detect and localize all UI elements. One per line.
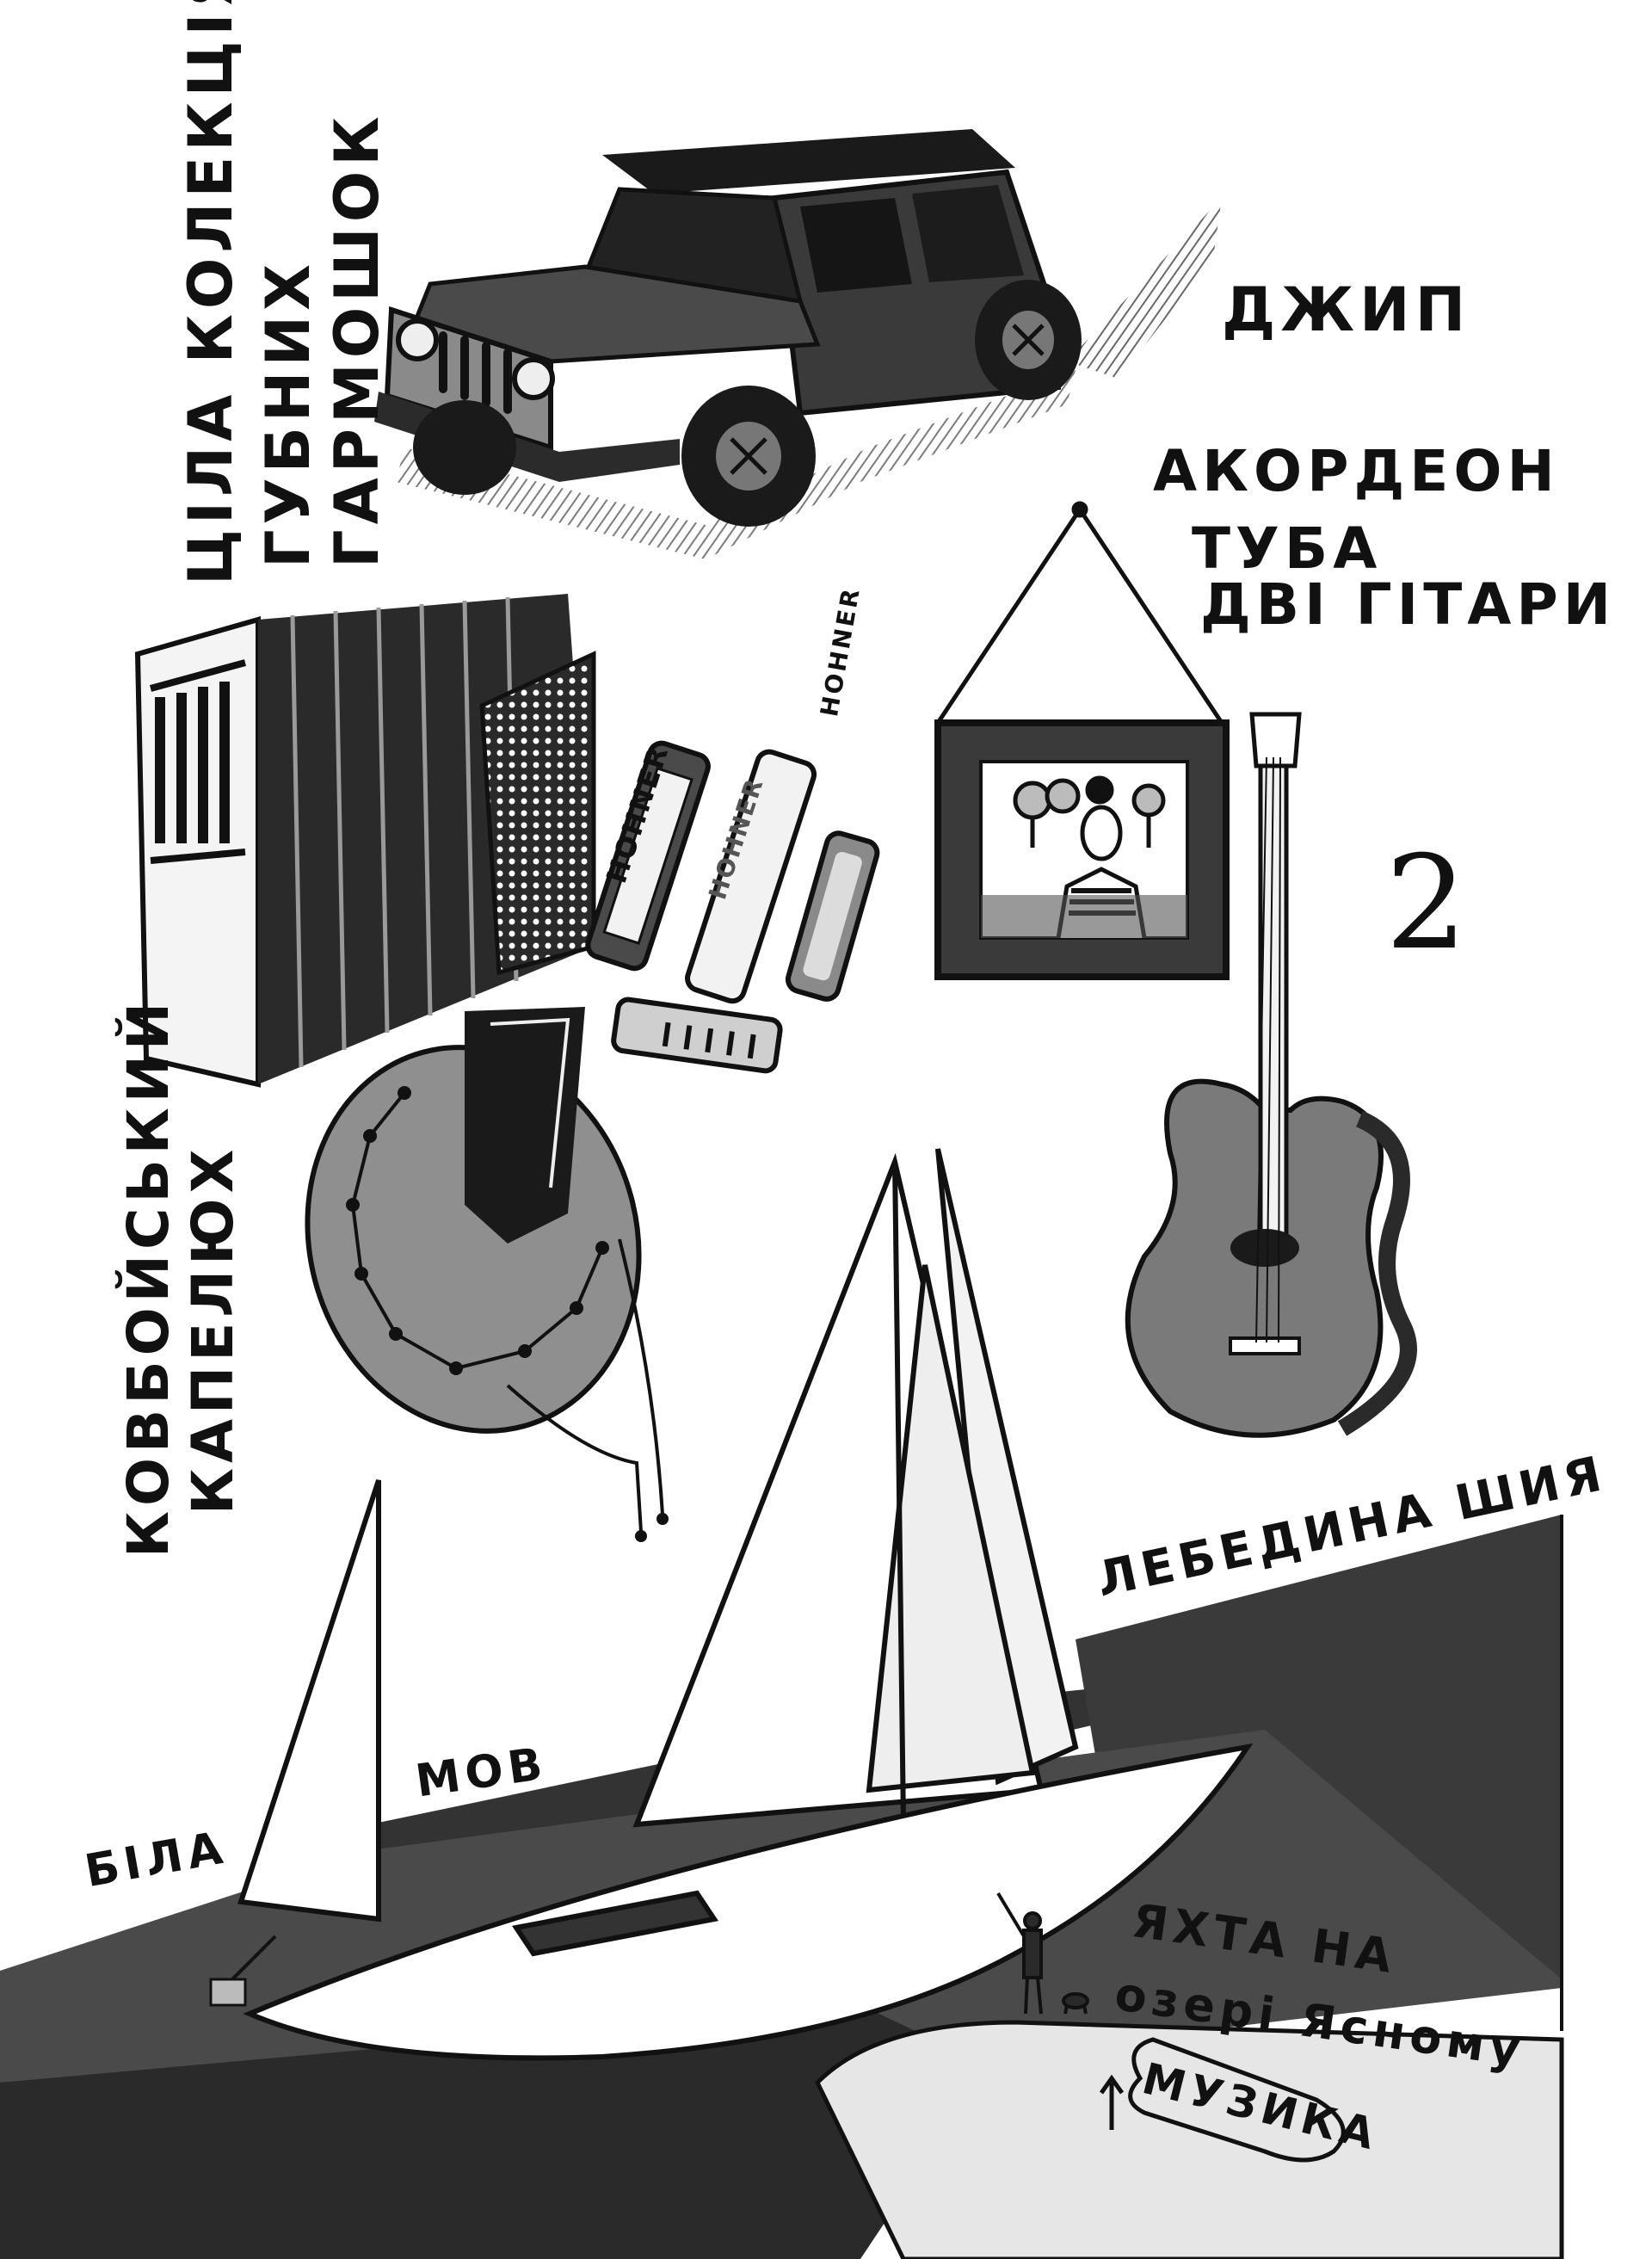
- sailboat-drawing: [209, 1148, 1254, 2061]
- label-jeep: джип: [1222, 275, 1471, 345]
- label-number-two: 2: [1385, 829, 1473, 978]
- figure-with-dog-drawing: [996, 1892, 1089, 2015]
- label-accordion: акордеон: [1153, 438, 1560, 504]
- label-harmonica-collection-line2: губних: [253, 258, 324, 568]
- guitar-drawing: [1125, 712, 1417, 1438]
- label-two-guitars: дві гітари: [1200, 571, 1616, 638]
- jeep-drawing: [374, 129, 1222, 559]
- harmonicas-drawing: [585, 740, 880, 1074]
- framed-picture-drawing: [934, 501, 1230, 980]
- label-cowboy-hat-line1: ковбойський: [115, 997, 182, 1558]
- accordion-drawing: [134, 594, 596, 1088]
- cowboy-hat-drawing: [305, 1007, 669, 1542]
- label-cowboy-hat-line2: капелюх: [180, 1144, 246, 1515]
- label-harmonica-collection-line1: ціла колекція: [176, 0, 246, 585]
- label-harmonica-collection-line3: гармошок: [322, 111, 392, 568]
- label-tuba: туба: [1192, 515, 1383, 582]
- music-bubble-drawing: [1099, 2037, 1346, 2163]
